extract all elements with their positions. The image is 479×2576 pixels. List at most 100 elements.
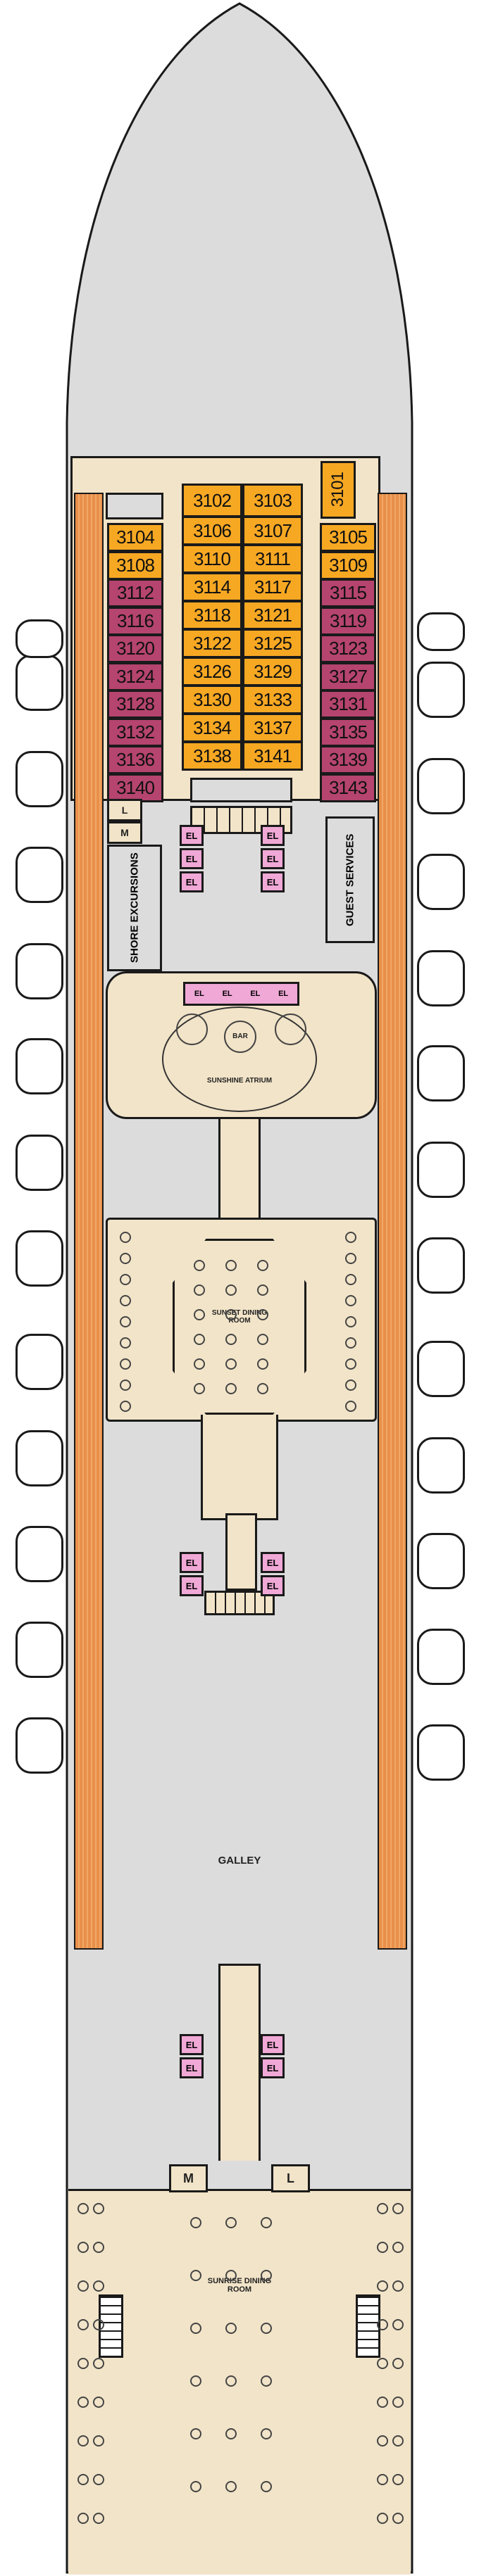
cabin-number: 3121 [254,604,292,626]
cabin-3123[interactable]: 3123 [320,634,376,663]
cabin-3110[interactable]: 3110 [182,544,242,574]
dining-table [392,2358,404,2369]
cabin-3130[interactable]: 3130 [182,685,242,714]
lifeboat [417,1533,465,1589]
cabin-3115[interactable]: 3115 [320,579,376,607]
cabin-3126[interactable]: 3126 [182,657,242,686]
elevator[interactable]: EL [261,2034,285,2055]
cabin-3114[interactable]: 3114 [182,572,242,602]
cabin-3131[interactable]: 3131 [320,690,376,719]
dining-table [345,1274,356,1285]
cabin-3120[interactable]: 3120 [107,634,163,663]
midship-corridor [218,1119,261,1218]
cabin-3129[interactable]: 3129 [242,657,303,686]
cabin-3102[interactable]: 3102 [182,484,242,517]
lifeboat [417,1629,465,1685]
dining-table [345,1232,356,1243]
elevator[interactable]: EL [180,1575,204,1596]
cabin-3125[interactable]: 3125 [242,629,303,658]
cabin-3135[interactable]: 3135 [320,717,376,747]
elevator[interactable]: EL [261,1552,285,1573]
guest-services[interactable]: GUEST SERVICES [325,816,375,943]
cabin-number: 3115 [330,582,367,603]
elevator[interactable]: EL [180,2034,204,2055]
dining-table [120,1401,131,1412]
cabin-3105[interactable]: 3105 [320,523,376,552]
cabin-3109[interactable]: 3109 [320,550,376,580]
cabin-3122[interactable]: 3122 [182,629,242,658]
dining-table [194,1284,205,1296]
dining-octagon [173,1239,306,1415]
cabin-3128[interactable]: 3128 [107,690,163,719]
cabin-number: 3137 [254,716,292,738]
dining-table [261,2270,272,2281]
cabin-3136[interactable]: 3136 [107,745,163,774]
cabin-3124[interactable]: 3124 [107,662,163,691]
dining-table [377,2397,388,2408]
elevator[interactable]: EL [180,848,204,869]
dining-table [392,2474,404,2485]
cabin-3107[interactable]: 3107 [242,516,303,545]
dining-table [93,2280,104,2292]
elevator[interactable]: EL [180,1552,204,1573]
dining-table [345,1379,356,1391]
cabin-3141[interactable]: 3141 [242,741,303,771]
staircase[interactable] [356,2294,380,2358]
lifeboat [417,854,465,910]
stair-landing [190,778,292,802]
cabin-3134[interactable]: 3134 [182,713,242,743]
cabin-3121[interactable]: 3121 [242,600,303,630]
cabin-3112[interactable]: 3112 [107,579,163,607]
elevator[interactable]: EL [261,825,285,846]
shore-excursions[interactable]: SHORE EXCURSIONS [107,845,162,971]
sunrise-label: SUNRISE DINING ROOM [207,2277,272,2294]
cabin-3139[interactable]: 3139 [320,745,376,774]
cabin-3132[interactable]: 3132 [107,717,163,747]
dining-table [77,2435,89,2446]
elevator[interactable]: EL [180,871,204,892]
lifeboat [15,1526,63,1582]
cabin-3127[interactable]: 3127 [320,662,376,691]
cabin-3116[interactable]: 3116 [107,606,163,636]
cabin-number: 3126 [193,660,232,682]
staircase[interactable] [204,1591,275,1615]
atrium-bar[interactable]: BAR [224,1021,256,1053]
dining-table [345,1401,356,1412]
cabin-3133[interactable]: 3133 [242,685,303,714]
sunset-label: SUNSET DINING ROOM [211,1309,268,1325]
elevator[interactable]: EL [278,990,289,998]
cabin-number: 3112 [117,582,154,603]
cabin-3140[interactable]: 3140 [107,773,163,802]
elevator[interactable]: EL [261,848,285,869]
elevator[interactable]: EL [222,990,232,998]
elevator[interactable]: EL [180,825,204,846]
dining-table [93,2358,104,2369]
cabin-3117[interactable]: 3117 [242,572,303,602]
elevator[interactable]: EL [261,871,285,892]
cabin-3103[interactable]: 3103 [242,484,303,517]
cabin-3137[interactable]: 3137 [242,713,303,743]
dining-table [120,1316,131,1327]
cabin-3118[interactable]: 3118 [182,600,242,630]
glass-elevators[interactable]: EL EL EL EL [183,982,299,1006]
cabin-3111[interactable]: 3111 [242,544,303,574]
elevator[interactable]: EL [261,1575,285,1596]
cabin-number: 3139 [329,749,368,770]
cabin-3106[interactable]: 3106 [182,516,242,545]
cabin-number: 3131 [329,693,368,714]
elevator[interactable]: EL [250,990,261,998]
elevator[interactable]: EL [261,2057,285,2078]
elevator[interactable]: EL [180,2057,204,2078]
dining-table [225,1309,237,1320]
cabin-3104[interactable]: 3104 [107,523,163,552]
lift-room: L [107,799,142,821]
dining-table [257,1334,268,1345]
cabin-3101[interactable]: 3101 [321,461,356,519]
cabin-3119[interactable]: 3119 [320,606,376,636]
cabin-3143[interactable]: 3143 [320,773,376,802]
cabin-3108[interactable]: 3108 [107,550,163,580]
elevator[interactable]: EL [194,990,204,998]
lifeboat [417,1437,465,1494]
cabin-3138[interactable]: 3138 [182,741,242,771]
